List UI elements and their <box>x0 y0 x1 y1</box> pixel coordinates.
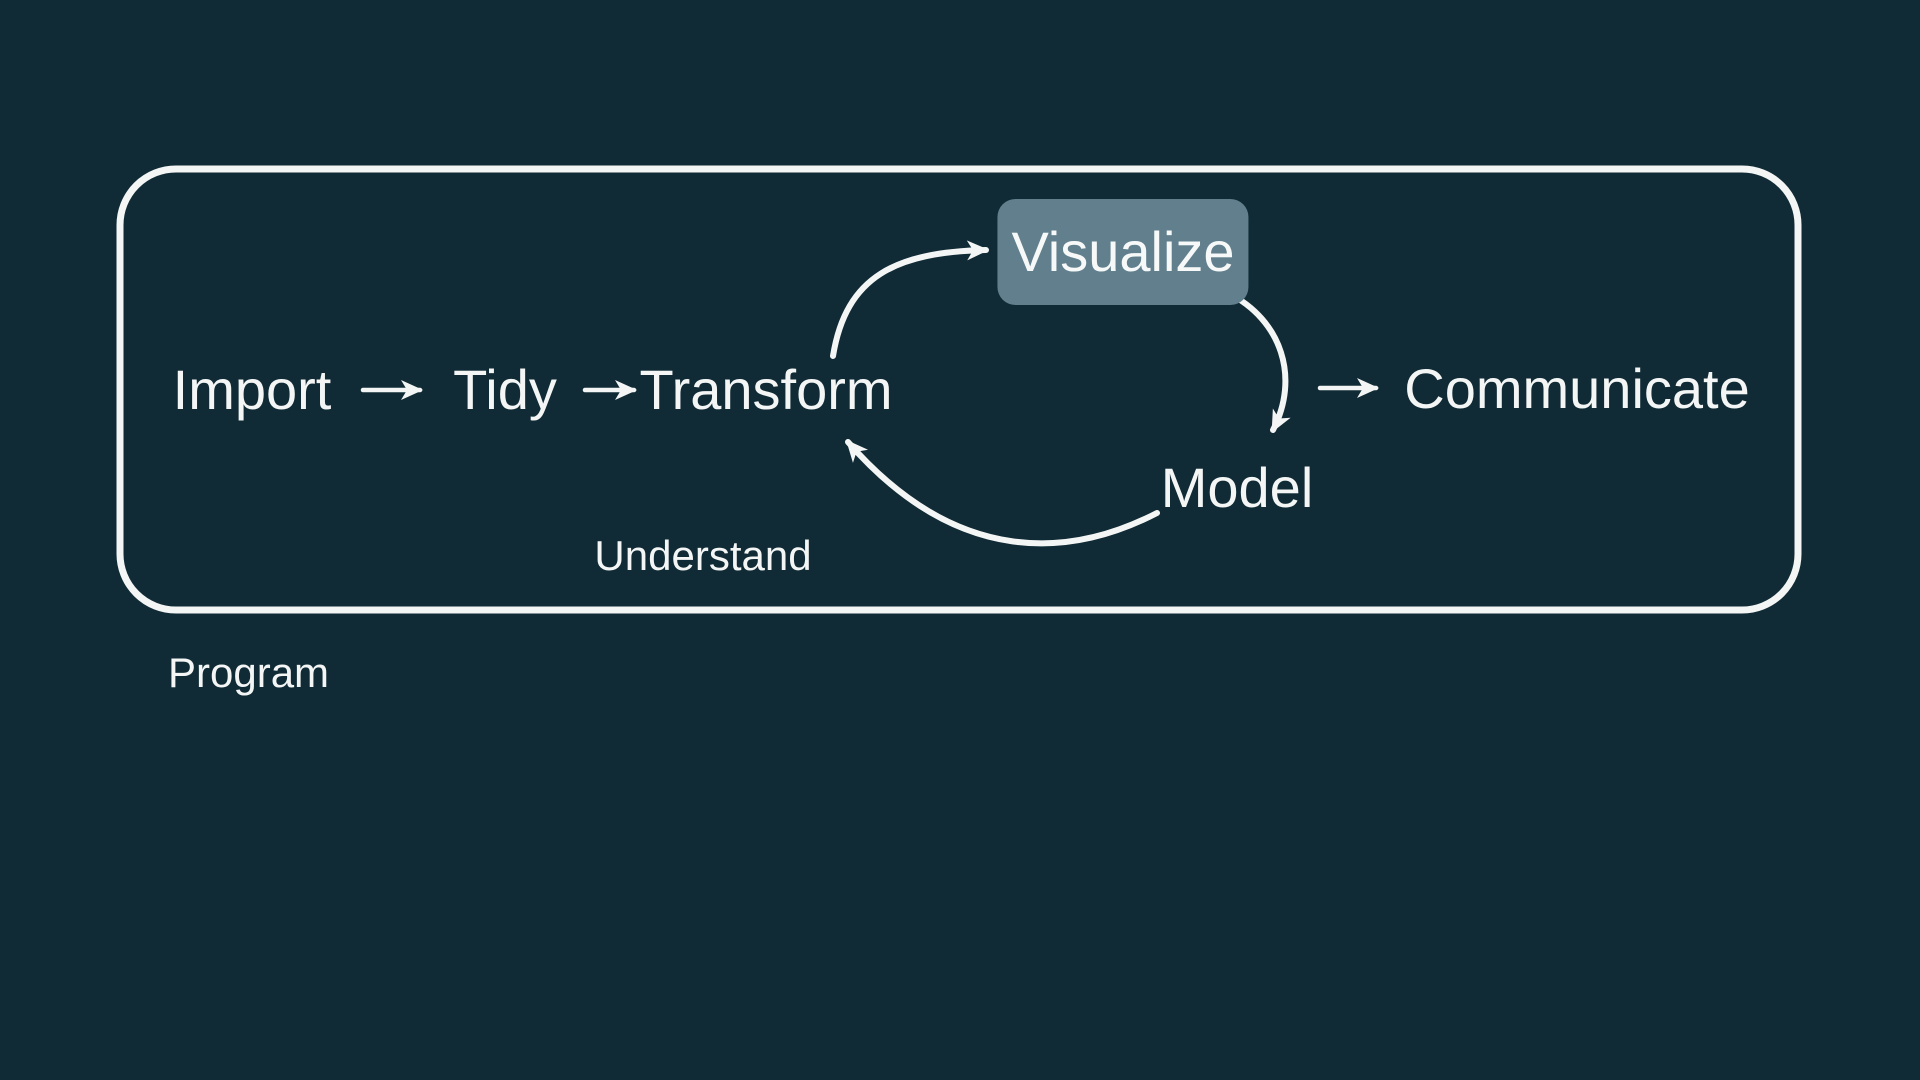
node-import-label: Import <box>172 358 332 421</box>
visualize-highlight-box: Visualize <box>997 199 1249 305</box>
node-transform-label: Transform <box>639 358 893 421</box>
program-outline-box <box>116 165 1802 614</box>
understand-cycle-label: Understand <box>594 532 812 579</box>
arrow-visualize-to-model-icon <box>1225 290 1291 433</box>
node-visualize-label: Visualize <box>1011 220 1235 283</box>
program-section-label: Program <box>168 649 330 696</box>
node-communicate-label: Communicate <box>1404 357 1750 420</box>
arrow-transform-to-visualize-icon <box>830 240 989 359</box>
node-tidy-label: Tidy <box>453 358 557 421</box>
node-model-label: Model <box>1160 456 1314 519</box>
arrow-model-to-transform-icon <box>845 439 1160 547</box>
